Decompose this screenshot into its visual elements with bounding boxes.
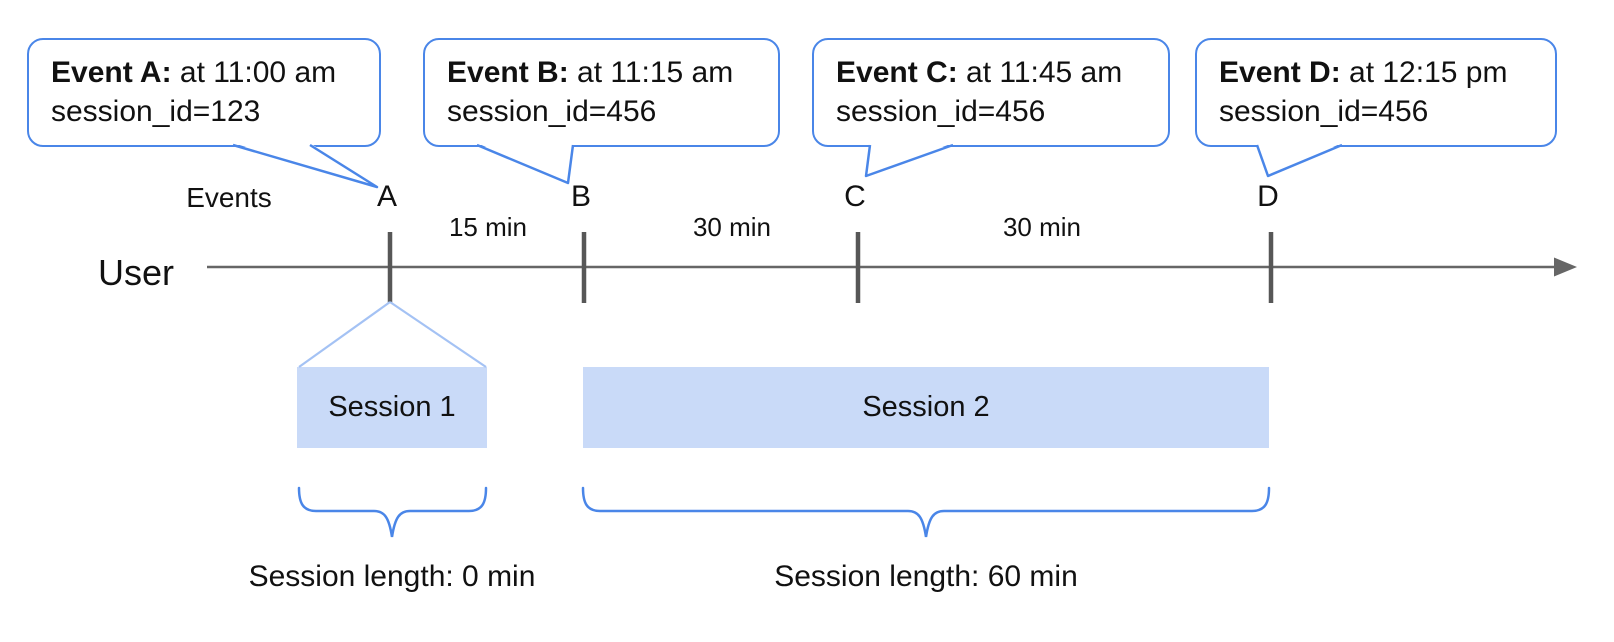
callout-event-a-line1: Event A: at 11:00 am (51, 53, 379, 92)
callout-event-c: Event C: at 11:45 am session_id=456 (812, 38, 1170, 147)
user-row-label: User (97, 252, 174, 293)
callout-event-d: Event D: at 12:15 pm session_id=456 (1195, 38, 1557, 147)
session-2-label: Session 2 (862, 391, 990, 423)
interval-label-b-c: 30 min (692, 212, 772, 242)
callout-event-c-time: at 11:45 am (957, 56, 1123, 89)
callout-event-d-title: Event D: (1219, 56, 1341, 89)
callout-event-b-time: at 11:15 am (568, 56, 734, 89)
callout-event-a-time: at 11:00 am (171, 56, 337, 89)
callout-tail-d (1255, 143, 1343, 178)
session-1-box: Session 1 (297, 367, 487, 448)
event-marker-label-a: A (376, 180, 397, 213)
session-1-length-label: Session length: 0 min (248, 560, 536, 593)
callout-event-a-session-id: session_id=123 (51, 95, 261, 128)
session-2-brace (581, 486, 1271, 538)
session-2-length-label: Session length: 60 min (774, 560, 1078, 593)
events-row-label: Events (186, 182, 272, 213)
callout-event-c-session-id: session_id=456 (836, 95, 1046, 128)
callout-event-d-session-id: session_id=456 (1219, 95, 1429, 128)
callout-event-a-title: Event A: (51, 56, 172, 89)
interval-label-a-b: 15 min (448, 212, 528, 242)
event-marker-label-c: C (844, 180, 866, 213)
callout-tail-c (864, 143, 954, 178)
callout-event-b-session-id: session_id=456 (447, 95, 657, 128)
callout-tail-b (476, 143, 575, 185)
event-marker-label-b: B (570, 180, 591, 213)
callout-event-c-title: Event C: (836, 56, 958, 89)
callout-event-b-title: Event B: (447, 56, 569, 89)
session-1-brace (297, 486, 488, 538)
session-1-label: Session 1 (328, 391, 456, 423)
session-2-box: Session 2 (583, 367, 1269, 448)
callout-event-d-line1: Event D: at 12:15 pm (1219, 53, 1555, 92)
callout-event-b-line1: Event B: at 11:15 am (447, 53, 778, 92)
callout-event-b: Event B: at 11:15 am session_id=456 (423, 38, 780, 147)
session-1-funnel-lines (298, 301, 487, 368)
interval-label-c-d: 30 min (1002, 212, 1082, 242)
callout-event-d-time: at 12:15 pm (1340, 56, 1508, 89)
timeline-arrowhead-icon (1554, 257, 1577, 277)
callout-event-a: Event A: at 11:00 am session_id=123 (27, 38, 381, 147)
callout-event-c-line1: Event C: at 11:45 am (836, 53, 1168, 92)
event-marker-label-d: D (1257, 180, 1279, 213)
